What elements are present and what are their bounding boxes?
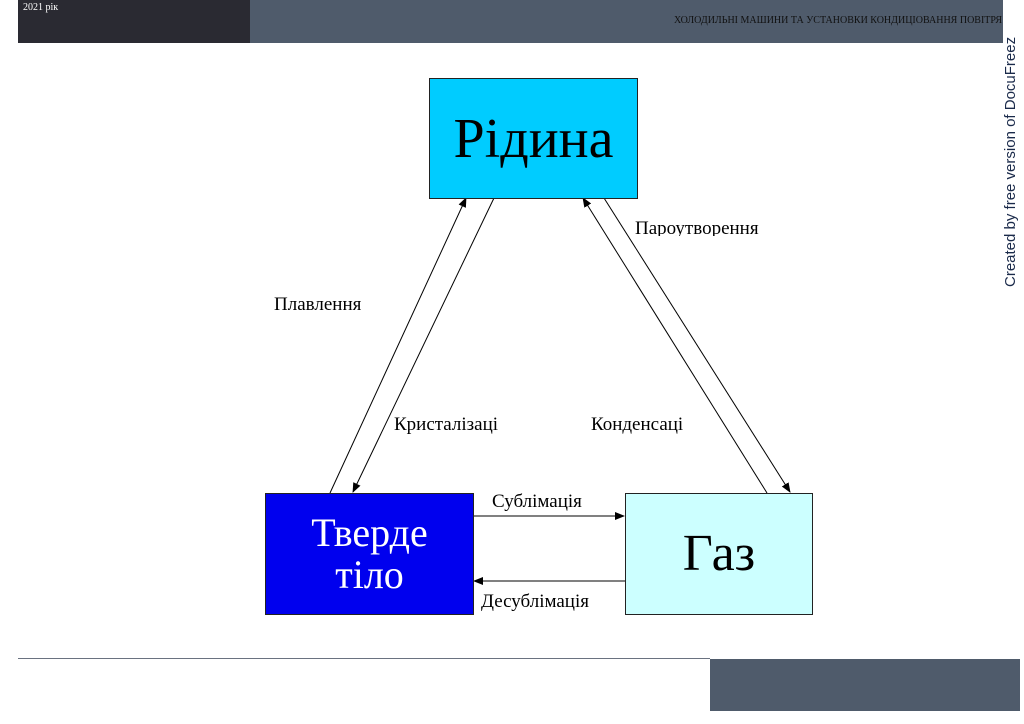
footer-bar <box>710 659 1020 711</box>
liquid-label: Рідина <box>453 107 614 170</box>
sublimation-label: Сублімація <box>492 491 582 511</box>
header-bar <box>250 0 1003 43</box>
vaporization-label: Пароутворення <box>635 218 759 236</box>
header-dark-block <box>18 0 250 43</box>
course-title: ХОЛОДИЛЬНІ МАШИНИ ТА УСТАНОВКИ КОНДИЦІОВ… <box>673 15 1002 26</box>
vaporization-arrow <box>603 197 791 493</box>
solid-label-line2: тіло <box>335 552 404 597</box>
crystallization-label: Кристалізаці <box>394 414 499 435</box>
condensation-label: Конденсаці <box>591 414 684 435</box>
crystallization-arrow <box>352 197 495 493</box>
desublimation-label: Десублімація <box>481 591 589 612</box>
melting-arrow <box>329 197 467 494</box>
condensation-arrow <box>582 197 768 494</box>
gas-node: Газ <box>625 493 813 615</box>
liquid-node: Рідина <box>429 78 638 199</box>
melting-label: Плавлення <box>274 294 362 315</box>
year-label: 2021 рік <box>23 2 59 13</box>
solid-label-line1: Тверде <box>311 510 428 555</box>
footer-line <box>18 658 710 659</box>
gas-label: Газ <box>682 525 756 582</box>
